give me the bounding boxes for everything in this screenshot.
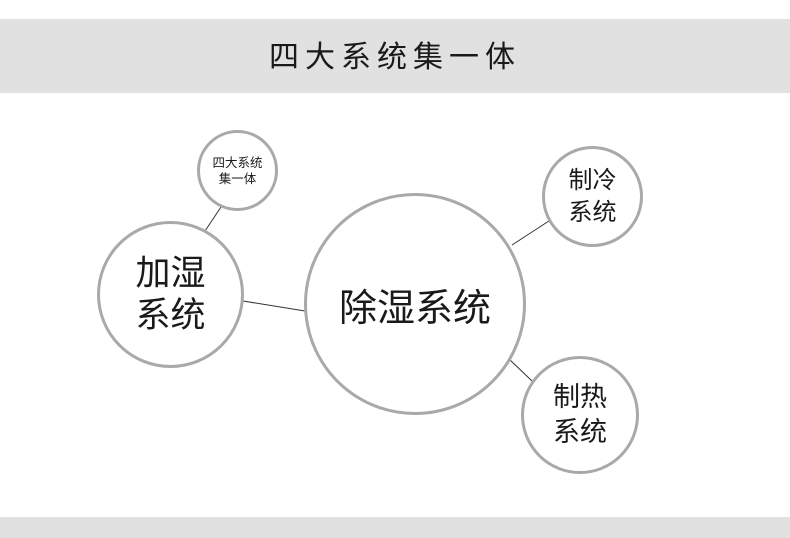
cooling-system-label-line1: 制冷 [568,166,617,195]
four-systems-label-line2: 集一体 [218,170,257,186]
connector-center-heating [507,357,533,382]
dehumidify-system-label: 除湿系统 [338,285,491,330]
connector-center-humidify [242,300,306,312]
cooling-system-node: 制冷 系统 [542,146,643,247]
humidify-system-label-line1: 加湿 [135,253,206,294]
cooling-system-label-line2: 系统 [568,197,617,226]
connector-humidify-four-systems [204,206,222,232]
page-title: 四大系统集一体 [269,40,521,75]
humidify-system-node: 加湿 系统 [97,221,244,368]
heating-system-label-line2: 系统 [553,417,607,448]
four-systems-node: 四大系统 集一体 [197,130,278,211]
heating-system-label-line1: 制热 [553,381,607,413]
heating-system-node: 制热 系统 [521,356,639,474]
header-banner: 四大系统集一体 [0,19,790,93]
footer-band [0,517,790,538]
four-systems-label-line1: 四大系统 [212,154,263,170]
humidify-system-label-line2: 系统 [135,295,206,336]
connector-center-cooling [511,218,553,246]
dehumidify-system-node: 除湿系统 [304,193,526,415]
